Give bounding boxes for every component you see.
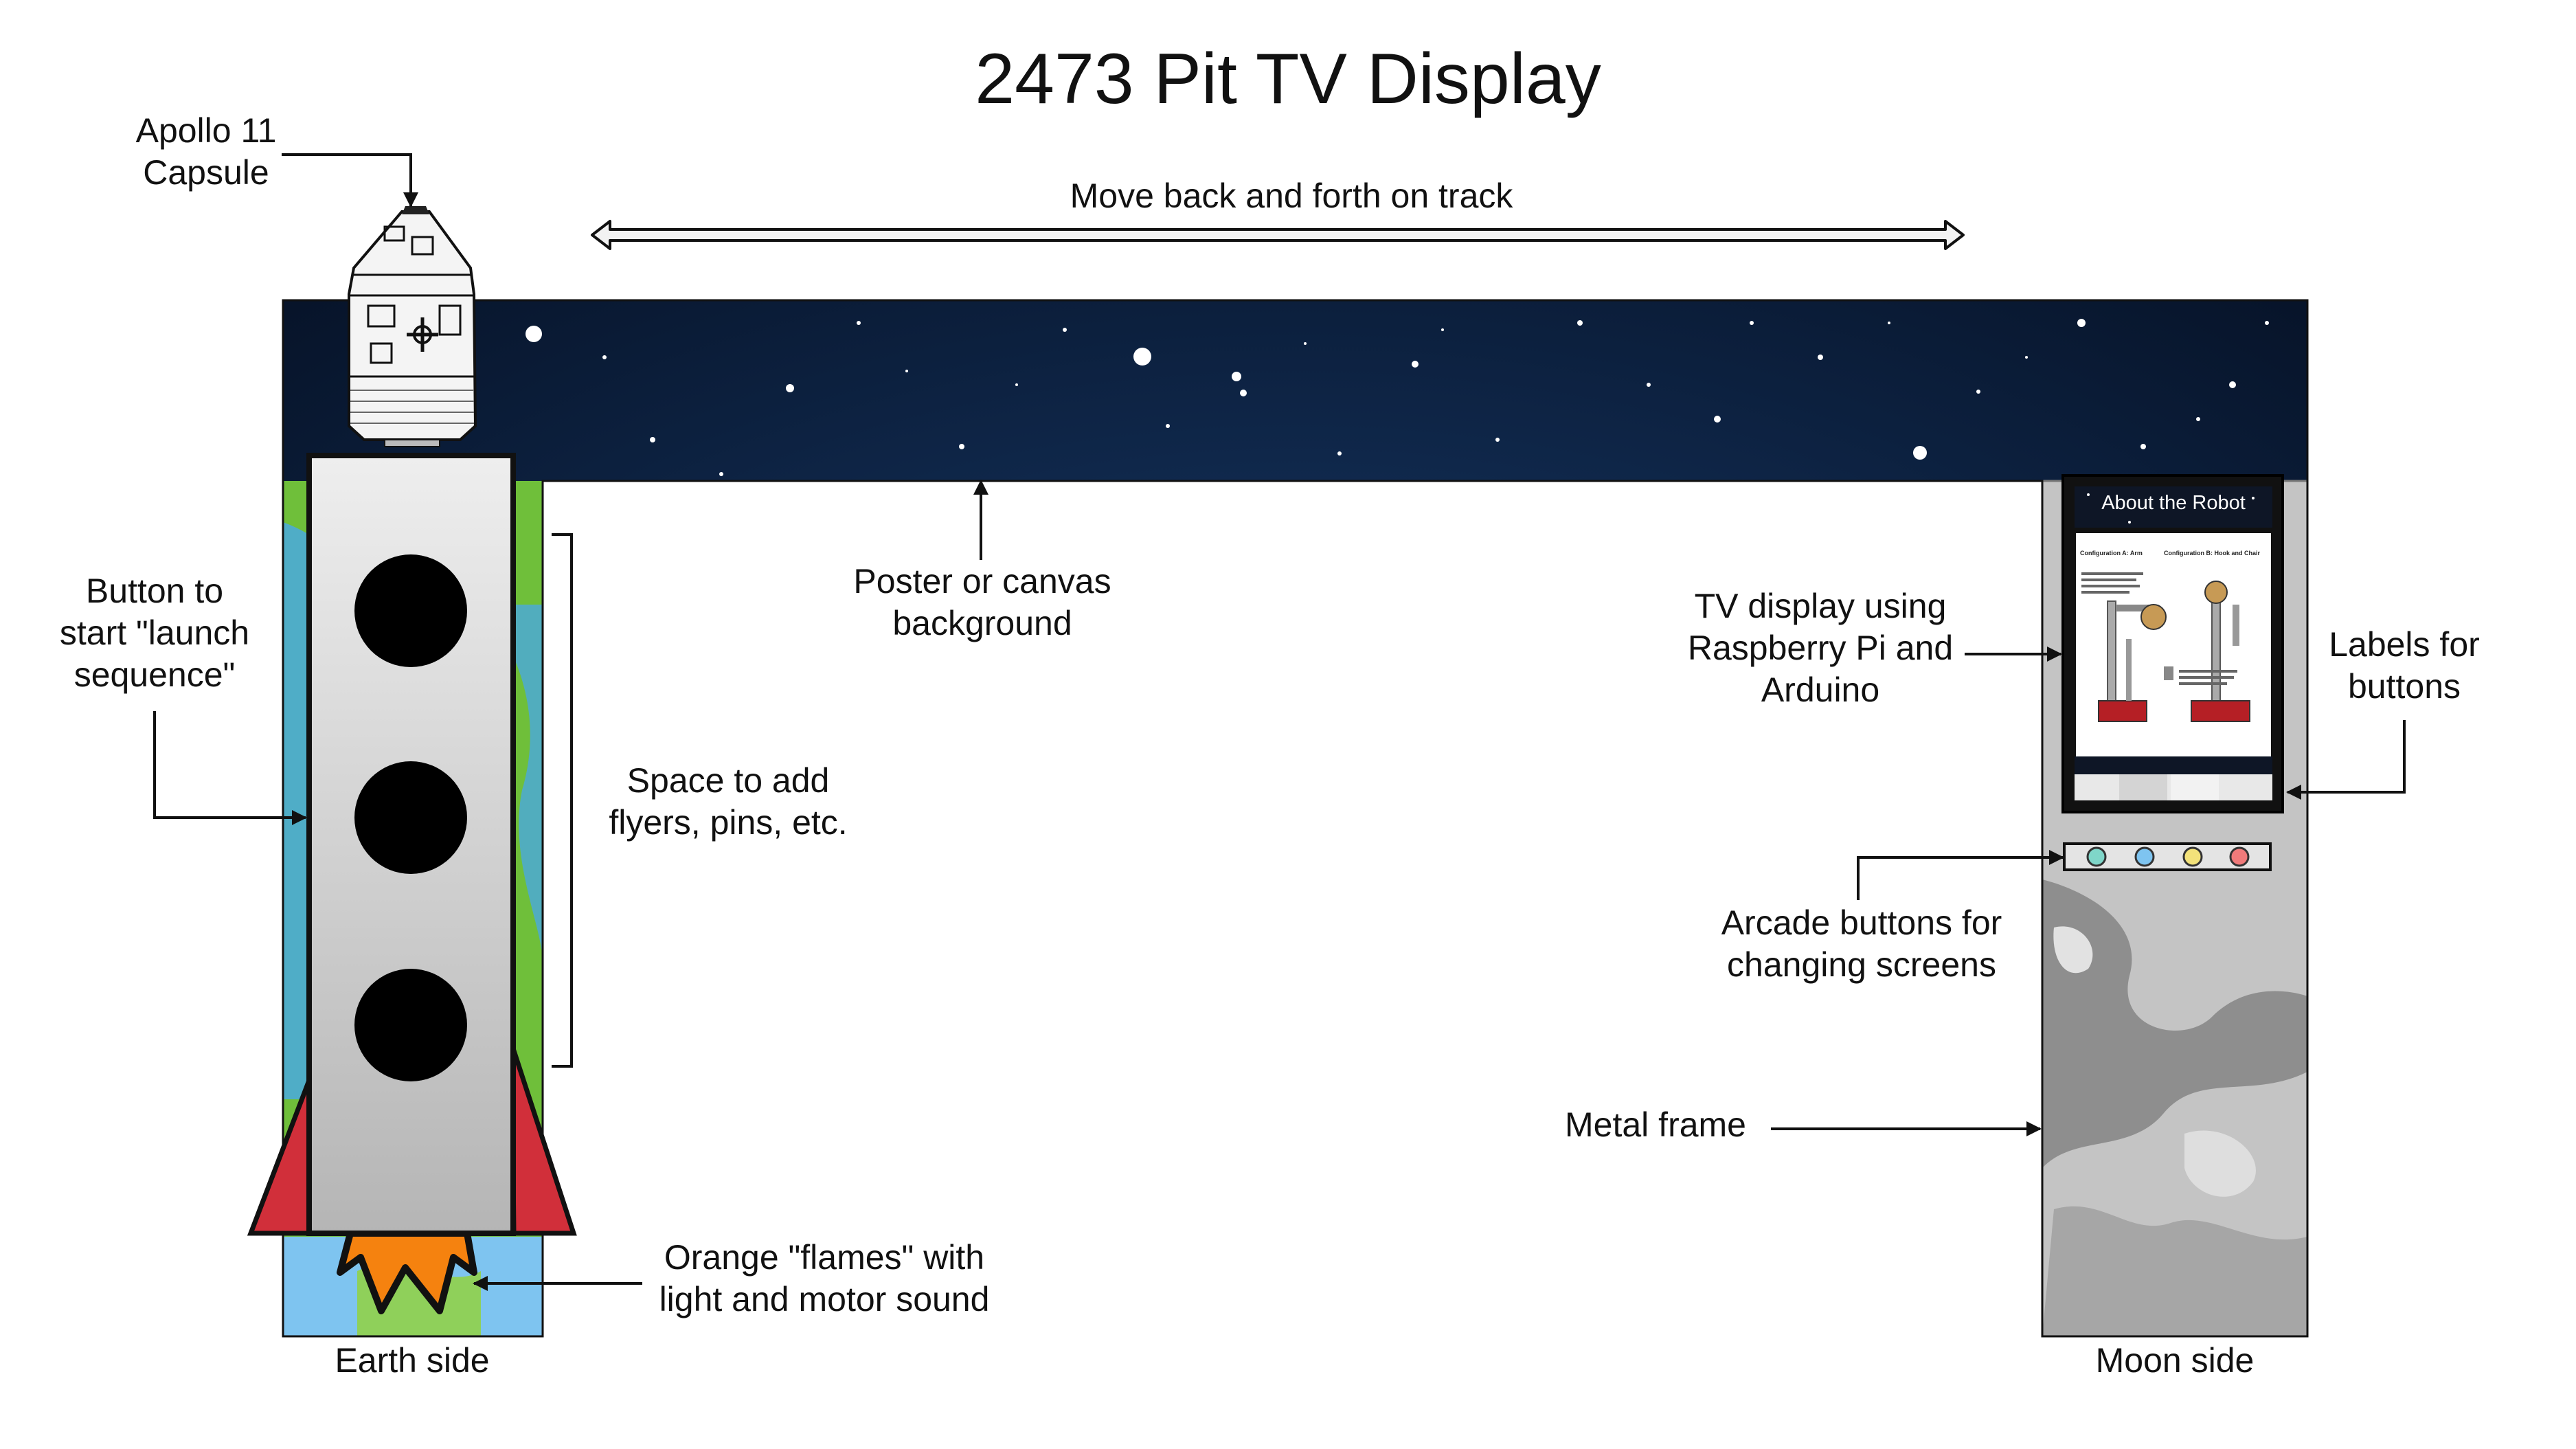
arrow-labels — [2286, 720, 2406, 800]
label-poster: Poster or canvas background — [853, 562, 1111, 642]
label-arcade-buttons: Arcade buttons for changing screens — [1721, 903, 2002, 984]
label-metal-frame: Metal frame — [1565, 1105, 1746, 1144]
space-bracket — [552, 533, 573, 1068]
arrow-apollo — [282, 153, 418, 207]
label-apollo: Apollo 11 Capsule — [135, 111, 277, 192]
arcade-button-blue — [2134, 846, 2155, 867]
label-launch-button: Button to start "launch sequence" — [59, 572, 250, 694]
label-space: Space to add flyers, pins, etc. — [609, 761, 848, 842]
label-earth-side: Earth side — [335, 1341, 490, 1380]
label-flames: Orange "flames" with light and motor sou… — [659, 1238, 990, 1318]
tv-screen-title: About the Robot — [2101, 492, 2246, 514]
tv-config-b: Configuration B: Hook and Chair — [2164, 550, 2260, 557]
rocket-button-1 — [354, 554, 467, 667]
rocket-button-3 — [354, 969, 467, 1081]
label-moon-side: Moon side — [2095, 1341, 2255, 1380]
banner-outline — [282, 299, 2309, 1338]
label-tv-display: TV display using Raspberry Pi and Arduin… — [1687, 587, 1954, 709]
label-track: Move back and forth on track — [1070, 177, 1513, 215]
tv-config-a: Configuration A: Arm — [2080, 550, 2143, 557]
label-button-labels: Labels for buttons — [2329, 625, 2480, 706]
arcade-button-red — [2229, 846, 2250, 867]
rocket-button-2 — [354, 761, 467, 874]
track-arrow — [591, 220, 1965, 250]
arrow-arcade — [1857, 850, 2064, 900]
poster-background — [543, 481, 2042, 1336]
arcade-button-teal — [2086, 846, 2107, 867]
diagram-title: 2473 Pit TV Display — [975, 39, 1601, 119]
apollo-capsule — [348, 206, 477, 447]
arrow-button — [153, 711, 307, 825]
arcade-panel — [2063, 842, 2272, 871]
stars — [526, 319, 2269, 476]
arcade-button-yellow — [2182, 846, 2203, 867]
callout-arrows — [153, 153, 2406, 1291]
tv-display — [2061, 474, 2284, 813]
rocket — [247, 453, 577, 1314]
rocket-flames — [337, 1230, 477, 1314]
